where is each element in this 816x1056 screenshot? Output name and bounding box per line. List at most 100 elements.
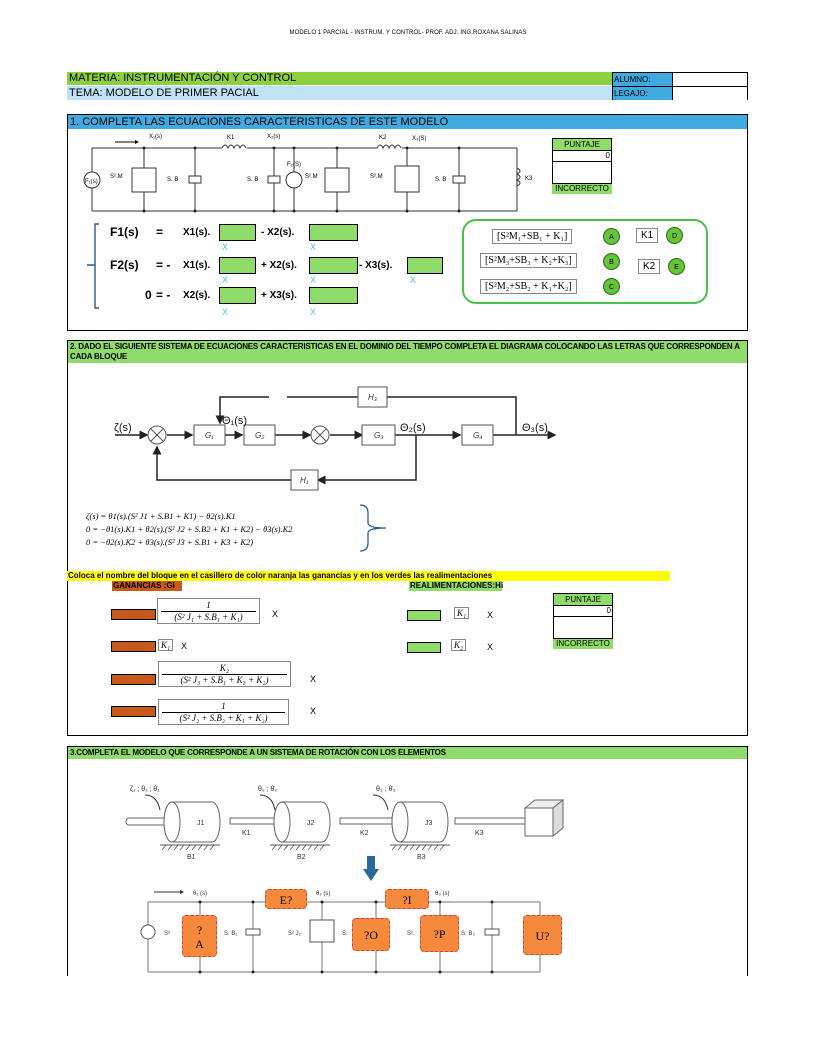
svg-text:S. B: S. B — [247, 177, 258, 183]
svg-text:S. B₁: S. B₁ — [224, 931, 237, 937]
svg-text:S²: S² — [164, 931, 170, 937]
svg-text:K2: K2 — [379, 135, 387, 141]
block-g2: G₂ — [255, 431, 264, 440]
block-g4: G₄ — [473, 431, 482, 440]
svg-text:S. B: S. B — [435, 177, 446, 183]
time-eq-2: 0 = −θ1(s).K1 + θ2(s).(S² J2 + S.B2 + K1… — [86, 524, 293, 534]
legajo-field[interactable] — [673, 87, 747, 100]
section-3: 3.COMPLETA EL MODELO QUE CORRESPONDE A U… — [67, 746, 748, 976]
svg-text:K1: K1 — [227, 135, 235, 141]
page-header: MODELO 1 PARCIAL - INSTRUM. Y CONTROL- P… — [289, 30, 527, 36]
student-id-table: ALUMNO: LEGAJO: — [612, 72, 748, 100]
section-2-title: 2. DADO EL SIGUIENTE SISTEMA DE ECUACION… — [68, 341, 747, 363]
svg-text:F₂(S): F₂(S) — [287, 162, 301, 168]
placeholder-e[interactable]: E? — [265, 889, 307, 909]
placeholder-u[interactable]: U? — [523, 915, 562, 955]
gain-mark-1: X — [272, 609, 279, 619]
options-panel — [462, 219, 708, 304]
eq2-term1: X1(s). — [183, 260, 211, 271]
svg-text:S² J₂: S² J₂ — [288, 931, 302, 937]
placeholder-p[interactable]: ?P — [420, 915, 459, 952]
svg-text:J3: J3 — [425, 820, 433, 827]
svg-text:S. B: S. B — [167, 177, 178, 183]
gains-label: GANANCIAS :Gi — [112, 581, 182, 591]
feedback-mark-2: X — [487, 642, 494, 652]
placeholder-o[interactable]: ?O — [352, 918, 390, 951]
eq1-mark1: X — [222, 242, 229, 252]
eq2-mark3: X — [410, 275, 417, 285]
down-arrow-icon — [363, 856, 379, 881]
option-b-expr: [S²M₃+SB₃ + K₂+K₃] — [480, 253, 577, 268]
score-status: INCORRECTO — [552, 184, 612, 194]
eq1-mark2: X — [310, 242, 317, 252]
tema-label: TEMA: MODELO DE PRIMER PACIAL — [67, 86, 612, 100]
eq1-blank1[interactable] — [219, 224, 256, 241]
svg-text:θ₂ ; θ̇₂: θ₂ ; θ̇₂ — [258, 786, 277, 793]
eq3-blank2[interactable] — [309, 287, 358, 304]
signal-theta3: Θ₃(s) — [522, 422, 548, 434]
section-1-title: 1. COMPLETA LAS ECUACIONES CARACTERISTIC… — [68, 115, 747, 129]
gain-blank-4[interactable] — [111, 706, 156, 717]
svg-text:S².M: S².M — [110, 174, 123, 180]
gain-blank-2[interactable] — [111, 641, 156, 652]
svg-text:S.: S. — [342, 931, 348, 937]
eq2-blank3[interactable] — [407, 257, 443, 274]
eq3-blank1[interactable] — [219, 287, 256, 304]
placeholder-i[interactable]: ?I — [385, 889, 429, 909]
option-e-expr: K2 — [638, 259, 661, 274]
svg-text:K3: K3 — [475, 830, 484, 837]
feedback-blank-2[interactable] — [407, 642, 441, 653]
eq3-mark2: X — [310, 307, 317, 317]
svg-text:J1: J1 — [197, 820, 205, 827]
eq1-lhs: F1(s) — [110, 225, 139, 239]
gain-mark-3: X — [310, 674, 317, 684]
eq1-term1: X1(s). — [183, 227, 211, 238]
brace-icon — [87, 223, 99, 309]
gain-blank-3[interactable] — [111, 674, 156, 685]
eq1-blank2[interactable] — [309, 224, 358, 241]
eq2-term3: - X3(s). — [359, 260, 393, 271]
svg-text:S².M: S².M — [305, 174, 318, 180]
svg-text:K3: K3 — [525, 176, 533, 182]
block-h1: H₁ — [300, 476, 309, 485]
feedback-expr-2: K₂ — [451, 639, 467, 651]
eq3-term2: + X3(s). — [261, 290, 297, 301]
eq1-sign: = — [156, 225, 164, 239]
eq2-blank2[interactable] — [309, 257, 358, 274]
feedback-blank-1[interactable] — [407, 610, 441, 621]
score-value: 0 — [554, 606, 612, 617]
score-title: PUNTAJE — [554, 594, 612, 606]
section-3-title: 3.COMPLETA EL MODELO QUE CORRESPONDE A U… — [68, 747, 747, 759]
svg-text:X₁(s): X₁(s) — [149, 134, 162, 140]
gain-expr-1: 1(S² J₁ + S.B₁ + K₁) — [157, 598, 260, 624]
eq3-term1: X2(s). — [183, 290, 211, 301]
eq2-mark1: X — [222, 275, 229, 285]
gain-blank-1[interactable] — [111, 609, 156, 620]
eq2-blank1[interactable] — [219, 257, 256, 274]
label-f1: F₁(s) — [85, 179, 98, 185]
gain-expr-3: K₂(S² J₃ + S.B₁ + K₃ + K₂) — [158, 661, 291, 687]
gain-mark-4: X — [310, 706, 317, 716]
eq1-term2: - X2(s). — [261, 227, 295, 238]
option-d-expr: K1 — [636, 228, 659, 243]
eq3-lhs: 0 — [145, 288, 152, 302]
signal-theta1: Θ₁(s) — [222, 415, 247, 427]
svg-text:ζ₁ ; θ₁ ; θ̇₁: ζ₁ ; θ₁ ; θ̇₁ — [130, 786, 160, 793]
option-c-expr: [S²M₂+SB₂ + K₁+K₂] — [480, 279, 577, 294]
alumno-field[interactable] — [673, 73, 747, 86]
eq2-sign: = - — [156, 258, 171, 272]
svg-text:S².: S². — [407, 931, 415, 937]
block-h3: H₃ — [368, 393, 377, 402]
placeholder-a[interactable]: ? A — [182, 915, 217, 957]
svg-text:X₃(S): X₃(S) — [412, 136, 426, 142]
gain-expr-4: 1(S² J₂ + S.B₂ + K₁ + K₂) — [158, 699, 289, 725]
block-diagram: G₁ G₂ G₃ G₄ H₁ H₃ ζ(s) Θ₁(s) Θ₂(s) Θ₃(s) — [114, 386, 557, 491]
svg-text:θ₂ (s): θ₂ (s) — [316, 891, 330, 897]
svg-text:θ₃ (s): θ₃ (s) — [435, 891, 449, 897]
eq2-lhs: F2(s) — [110, 258, 139, 272]
gain-mark-2: X — [181, 641, 188, 651]
svg-text:S².M: S².M — [370, 174, 383, 180]
